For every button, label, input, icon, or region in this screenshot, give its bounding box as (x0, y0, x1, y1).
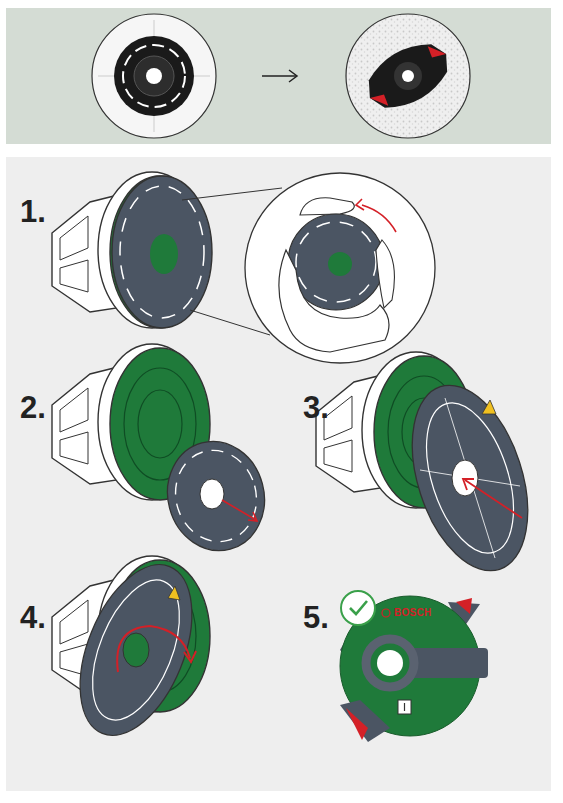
step-number: 3. (303, 392, 329, 423)
step-number: 4. (20, 602, 46, 633)
brand-logo: BOSCH (394, 608, 432, 618)
step-number: 2. (20, 392, 46, 423)
step-number: 5. (303, 602, 329, 633)
step-number: 1. (20, 196, 46, 227)
